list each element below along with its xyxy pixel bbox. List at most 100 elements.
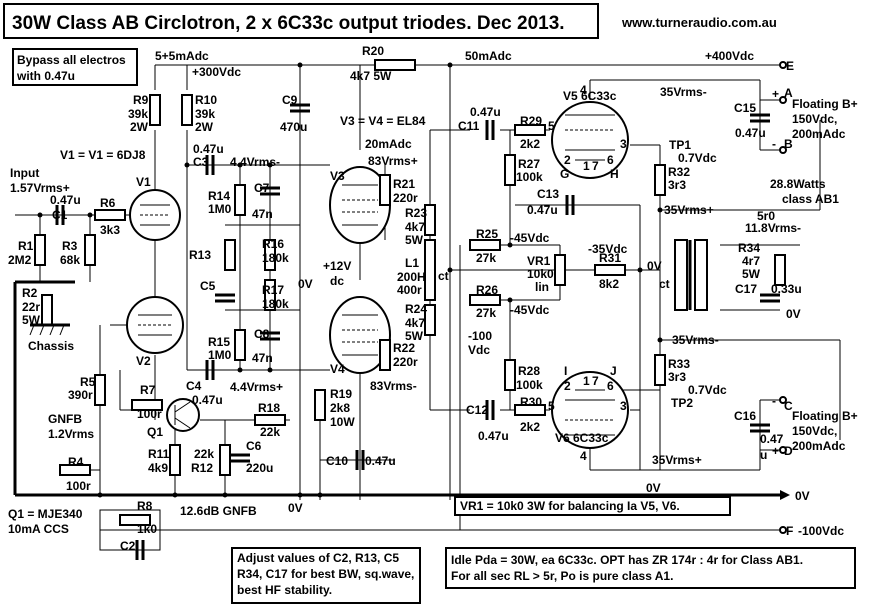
signal-35-minus-top: 35Vrms- xyxy=(660,85,707,99)
l1-value: 200H xyxy=(397,270,426,284)
pin-h: H xyxy=(610,167,619,181)
c10-label: C10 xyxy=(326,454,348,468)
c1-label: C1 xyxy=(52,208,68,222)
r25-label: R25 xyxy=(476,227,498,241)
r6-label: R6 xyxy=(100,196,116,210)
r29-value: 2k2 xyxy=(520,137,540,151)
website-url: www.turneraudio.com.au xyxy=(621,15,777,30)
vr1-note-box xyxy=(454,496,731,516)
plus-d: + xyxy=(772,444,779,458)
v6-pin-5: 5 xyxy=(548,399,555,413)
r11-label: R11 xyxy=(148,447,170,461)
pin-g: G xyxy=(560,167,569,181)
chassis-label: Chassis xyxy=(28,339,74,353)
tp1-label: TP1 xyxy=(669,138,691,152)
rail-e-label: E xyxy=(786,59,794,73)
c7-label: C7 xyxy=(254,181,270,195)
page-title: 30W Class AB Circlotron, 2 x 6C33c outpu… xyxy=(12,13,565,34)
bypass-note-line-1: Bypass all electros xyxy=(17,53,126,67)
r30-label: R30 xyxy=(520,395,542,409)
gnfb-db-label: 12.6dB GNFB xyxy=(180,504,257,518)
pin-d: D xyxy=(784,444,793,458)
r9-value: 39k xyxy=(128,107,148,121)
c8-value: 47n xyxy=(252,351,273,365)
r7-label: R7 xyxy=(140,383,156,397)
voltage-neg45-top: -45Vdc xyxy=(510,231,550,245)
r17-value: 180k xyxy=(262,297,289,311)
r3-label: R3 xyxy=(62,239,78,253)
r10-rating: 2W xyxy=(195,120,214,134)
r13-label: R13 xyxy=(189,248,211,262)
r32-label: R32 xyxy=(668,165,690,179)
c12-label: C12 xyxy=(466,403,488,417)
c13-value: 0.47u xyxy=(527,203,558,217)
float-c-line-3: 200mAdc xyxy=(792,439,846,453)
terminal-d xyxy=(779,446,787,454)
r12-value: 22k xyxy=(194,447,214,461)
c15-value: 0.47u xyxy=(735,126,766,140)
r22-label: R22 xyxy=(393,341,415,355)
signal-35-plus-bottom: 35Vrms+ xyxy=(652,453,702,467)
float-a-line-3: 200mAdc xyxy=(792,127,846,141)
r18-value: 22k xyxy=(260,425,280,439)
gnfb-label-line-1: GNFB xyxy=(48,412,82,426)
v5-pin-1: 1 xyxy=(583,159,590,173)
r28-value: 100k xyxy=(516,378,543,392)
r30-value: 2k2 xyxy=(520,420,540,434)
r9-rating: 2W xyxy=(130,120,149,134)
l1-resistance: 400r xyxy=(397,283,422,297)
voltage-neg35: -35Vdc xyxy=(588,242,628,256)
r11-value: 4k9 xyxy=(148,461,168,475)
r6-value: 3k3 xyxy=(100,223,120,237)
zero-volt-v1: 0V xyxy=(298,277,313,291)
c6-label: C6 xyxy=(246,439,262,453)
v6-pin-6: 6 xyxy=(607,379,614,393)
current-5ma: 5+5mAdc xyxy=(155,49,209,63)
terminal-f xyxy=(779,526,787,534)
r19-value: 2k8 xyxy=(330,401,350,415)
chassis-ground-icon xyxy=(29,323,70,336)
opt-ct-label: ct xyxy=(659,277,670,291)
signal-44-plus: 4.4Vrms+ xyxy=(230,380,283,394)
r5-value: 390r xyxy=(68,388,93,402)
r21-value: 220r xyxy=(393,191,418,205)
rail-0v: 0V xyxy=(795,489,810,503)
idle-note-line-2: For all sec RL > 5r, Po is pure class A1… xyxy=(451,569,673,583)
l1-ct-label: ct xyxy=(438,269,449,283)
voltage-neg45-bottom: -45Vdc xyxy=(510,303,550,317)
c15-label: C15 xyxy=(734,101,756,115)
junction-dots xyxy=(37,62,663,498)
signal-35-minus-bottom: 35Vrms- xyxy=(672,333,719,347)
c5-label: C5 xyxy=(200,279,216,293)
vr1-value: 10k0 xyxy=(527,267,554,281)
vr1-label: VR1 xyxy=(527,254,551,268)
c10-value: 0.47u xyxy=(365,454,396,468)
vr1-note: VR1 = 10k0 3W for balancing Ia V5, V6. xyxy=(460,499,680,513)
c17-value: 0.33u xyxy=(771,282,802,296)
r23-label: R23 xyxy=(405,206,427,220)
r33-value: 3r3 xyxy=(668,370,686,384)
input-label-line-2: 1.57Vrms+ xyxy=(10,181,70,195)
v1-label: V1 xyxy=(136,175,151,189)
plus-a: + xyxy=(772,87,779,101)
v4-label: V4 xyxy=(330,362,345,376)
r16-label: R16 xyxy=(262,237,284,251)
v3-type-label: V3 = V4 = EL84 xyxy=(340,114,426,128)
rail-f-label: F xyxy=(786,524,793,538)
r31-value: 8k2 xyxy=(599,277,619,291)
r20-label: R20 xyxy=(362,44,384,58)
zero-volt-ct: 0V xyxy=(647,259,662,273)
r14-value: 1M0 xyxy=(208,202,232,216)
r34-label: R34 xyxy=(738,241,760,255)
r21-label: R21 xyxy=(393,177,415,191)
v6-pin-3: 3 xyxy=(620,399,627,413)
float-c-line-2: 150Vdc, xyxy=(792,424,837,438)
pin-j: J xyxy=(610,364,617,378)
tube-v2 xyxy=(126,296,184,354)
terminal-e xyxy=(779,61,787,69)
transistor-q1 xyxy=(166,398,200,432)
v2-label: V2 xyxy=(136,354,151,368)
v3-label: V3 xyxy=(330,169,345,183)
r2-label: R2 xyxy=(22,286,38,300)
zero-volt-v6: 0V xyxy=(646,481,661,495)
